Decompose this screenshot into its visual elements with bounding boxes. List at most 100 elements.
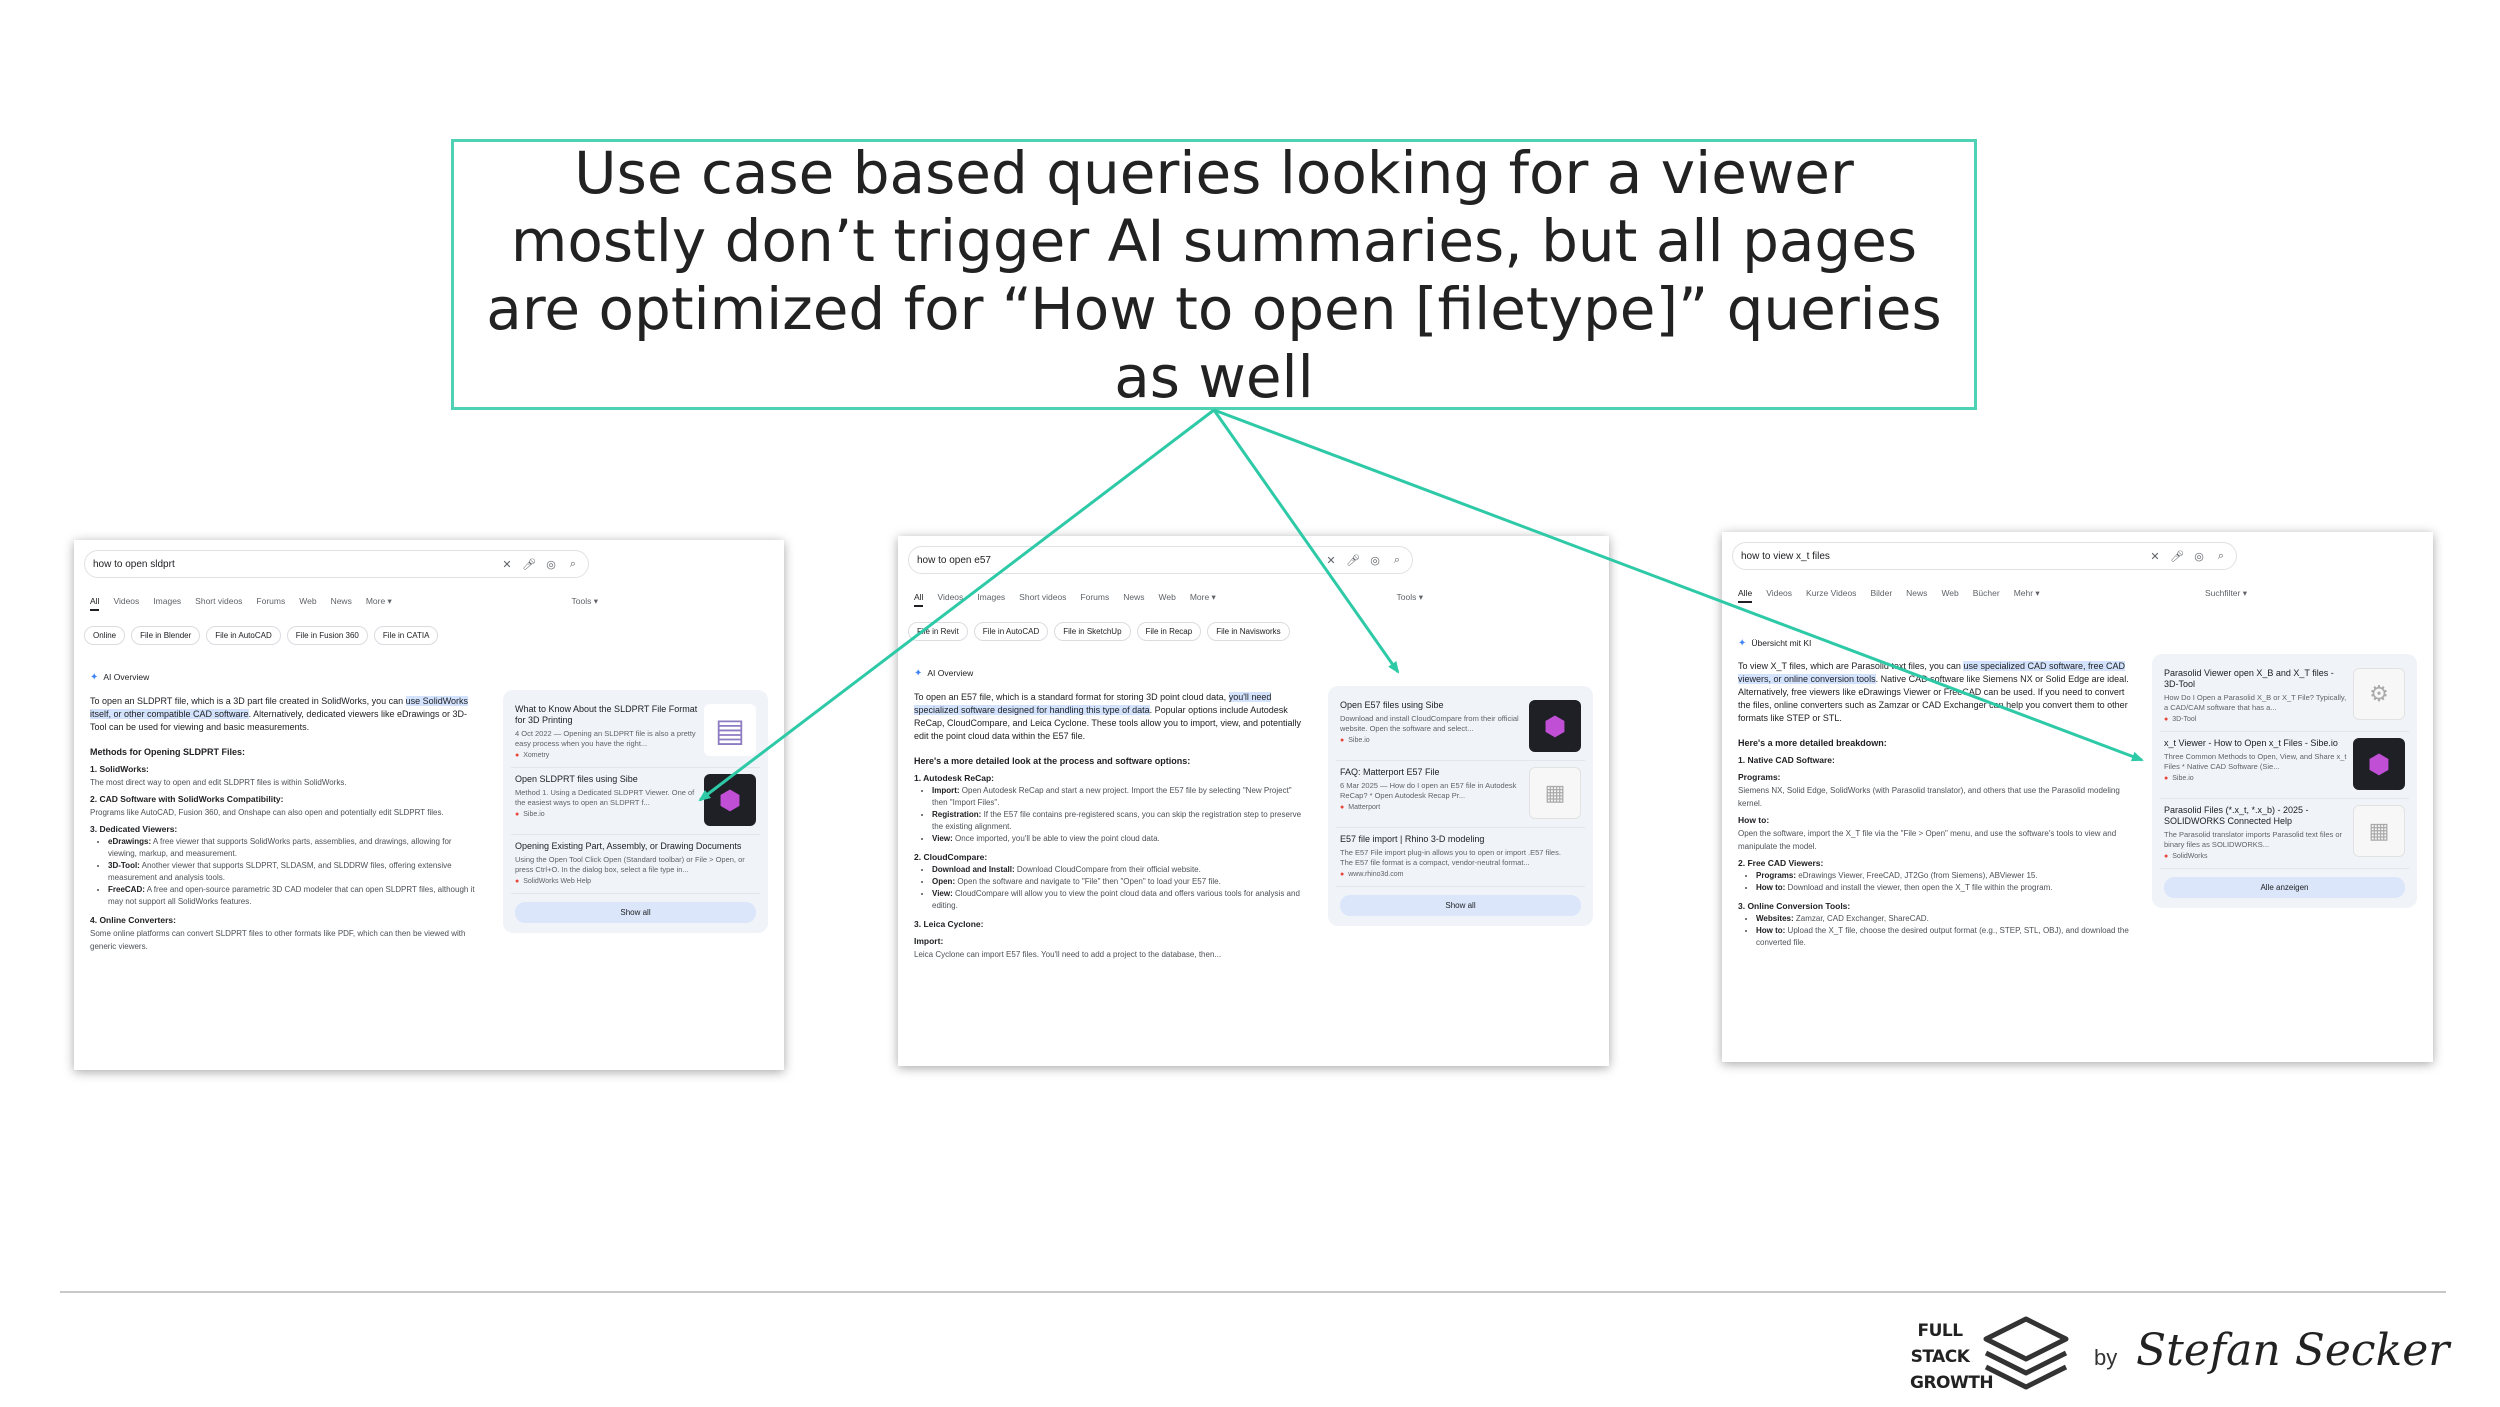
tab-web[interactable]: Web: [1941, 588, 1959, 598]
section-title: Here's a more detailed breakdown:: [1738, 738, 1887, 748]
tab-forums[interactable]: Forums: [256, 596, 286, 606]
search-screenshot-sldprt: how to open sldprt ✕ 🎤︎ ◎ ⌕ All Videos I…: [74, 540, 784, 1070]
tab-web[interactable]: Web: [1158, 592, 1176, 602]
chip[interactable]: File in Recap: [1136, 622, 1202, 641]
section-text: Programs like AutoCAD, Fusion 360, and O…: [90, 808, 444, 817]
list-item: FreeCAD: A free and open-source parametr…: [108, 884, 482, 908]
subsection-heading: Import:: [914, 936, 944, 946]
tab-news[interactable]: News: [1906, 588, 1928, 598]
source-card[interactable]: x_t Viewer - How to Open x_t Files - Sib…: [2160, 732, 2409, 799]
lens-icon[interactable]: ◎: [1370, 554, 1380, 567]
section-heading: 4. Online Converters:: [90, 915, 176, 925]
section-heading: 1. Autodesk ReCap:: [914, 773, 994, 783]
tab-all[interactable]: All: [914, 592, 924, 607]
list-item: Websites: Zamzar, CAD Exchanger, ShareCA…: [1756, 913, 2130, 925]
source-card[interactable]: Parasolid Viewer open X_B and X_T files …: [2160, 662, 2409, 732]
tab-more[interactable]: More ▾: [365, 596, 392, 606]
list-item: Registration: If the E57 file contains p…: [932, 809, 1306, 833]
ai-overview-label: Übersicht mit KI: [1738, 638, 1811, 649]
subsection-heading: How to:: [1738, 815, 1770, 825]
mic-icon[interactable]: 🎤︎: [1346, 554, 1360, 567]
footer-divider: [60, 1291, 2446, 1293]
tab-videos[interactable]: Videos: [113, 596, 140, 606]
tab-short-videos[interactable]: Kurze Videos: [1806, 588, 1857, 598]
tab-all[interactable]: All: [90, 596, 100, 611]
tab-news[interactable]: News: [1123, 592, 1145, 602]
mic-icon[interactable]: 🎤︎: [2170, 550, 2184, 563]
show-all-button[interactable]: Show all: [1340, 895, 1581, 916]
search-query[interactable]: how to open sldprt: [93, 558, 175, 570]
tab-news[interactable]: News: [330, 596, 352, 606]
list-item: Open: Open the software and navigate to …: [932, 876, 1306, 888]
section-heading: 3. Leica Cyclone:: [914, 919, 984, 929]
filter-chips: File in Revit File in AutoCAD File in Sk…: [908, 622, 1296, 641]
intro-paragraph: To open an SLDPRT file, which is a 3D pa…: [90, 696, 469, 732]
search-query[interactable]: how to open e57: [917, 554, 991, 566]
source-card[interactable]: What to Know About the SLDPRT File Forma…: [511, 698, 760, 768]
chip[interactable]: File in Navisworks: [1207, 622, 1290, 641]
source-card[interactable]: Parasolid Files (*.x_t, *.x_b) - 2025 - …: [2160, 799, 2409, 869]
tab-books[interactable]: Bücher: [1972, 588, 2000, 598]
tab-web[interactable]: Web: [299, 596, 317, 606]
tab-images[interactable]: Images: [977, 592, 1006, 602]
chip[interactable]: File in Fusion 360: [286, 626, 368, 645]
lens-icon[interactable]: ◎: [2194, 550, 2204, 563]
show-all-button[interactable]: Alle anzeigen: [2164, 877, 2405, 898]
tab-short-videos[interactable]: Short videos: [1019, 592, 1067, 602]
clear-icon[interactable]: ✕: [1326, 554, 1336, 567]
clear-icon[interactable]: ✕: [2150, 550, 2160, 563]
tab-images[interactable]: Bilder: [1870, 588, 1893, 598]
list-item: How to: Download and install the viewer,…: [1756, 882, 2130, 894]
section-text: The most direct way to open and edit SLD…: [90, 778, 347, 787]
clear-icon[interactable]: ✕: [502, 558, 512, 571]
section-heading: 1. Native CAD Software:: [1738, 755, 1835, 765]
document-icon: ▤: [704, 704, 756, 756]
chip[interactable]: File in CATIA: [373, 626, 439, 645]
list-item: Import: Open Autodesk ReCap and start a …: [932, 785, 1306, 809]
tab-all[interactable]: Alle: [1738, 588, 1753, 603]
search-bar[interactable]: how to open sldprt ✕ 🎤︎ ◎ ⌕: [84, 550, 589, 578]
chip[interactable]: File in Revit: [908, 622, 968, 641]
model-thumbnail-icon: ⬢: [704, 774, 756, 826]
search-query[interactable]: how to view x_t files: [1741, 550, 1830, 562]
tab-short-videos[interactable]: Short videos: [195, 596, 243, 606]
tab-images[interactable]: Images: [153, 596, 182, 606]
search-tabs: All Videos Images Short videos Forums Ne…: [914, 592, 1593, 607]
ai-overview-body: To view X_T files, which are Parasolid t…: [1738, 660, 2130, 955]
page-thumbnail-icon: ▦: [2353, 805, 2405, 857]
tab-videos[interactable]: Videos: [937, 592, 964, 602]
filter-chips: Online File in Blender File in AutoCAD F…: [84, 626, 444, 645]
search-icon[interactable]: ⌕: [1393, 553, 1401, 566]
search-bar[interactable]: how to view x_t files ✕ 🎤︎ ◎ ⌕: [1732, 542, 2237, 570]
tab-more[interactable]: Mehr ▾: [2013, 588, 2040, 598]
list-item: Download and Install: Download CloudComp…: [932, 864, 1306, 876]
chip[interactable]: File in Blender: [131, 626, 201, 645]
lens-icon[interactable]: ◎: [546, 558, 556, 571]
search-icon[interactable]: ⌕: [2217, 549, 2225, 562]
chip[interactable]: Online: [84, 626, 126, 645]
tools-button[interactable]: Tools ▾: [571, 596, 598, 606]
show-all-button[interactable]: Show all: [515, 902, 756, 923]
mic-icon[interactable]: 🎤︎: [522, 558, 536, 571]
tools-button[interactable]: Suchfilter ▾: [2204, 588, 2247, 598]
section-heading: 2. CloudCompare:: [914, 852, 988, 862]
chip[interactable]: File in SketchUp: [1054, 622, 1131, 641]
intro-paragraph: To open an E57 file, which is a standard…: [914, 692, 1302, 741]
callout-text: Use case based queries looking for a vie…: [486, 138, 1942, 411]
tab-videos[interactable]: Videos: [1766, 588, 1793, 598]
search-icon[interactable]: ⌕: [569, 557, 577, 570]
search-bar[interactable]: how to open e57 ✕ 🎤︎ ◎ ⌕: [908, 546, 1413, 574]
tab-forums[interactable]: Forums: [1080, 592, 1110, 602]
source-card[interactable]: Opening Existing Part, Assembly, or Draw…: [511, 835, 760, 894]
bullet-list: Download and Install: Download CloudComp…: [914, 864, 1306, 912]
chip[interactable]: File in AutoCAD: [973, 622, 1049, 641]
tab-more[interactable]: More ▾: [1189, 592, 1216, 602]
chip[interactable]: File in AutoCAD: [206, 626, 281, 645]
section-heading: 2. CAD Software with SolidWorks Compatib…: [90, 794, 284, 804]
tools-button[interactable]: Tools ▾: [1396, 592, 1423, 602]
